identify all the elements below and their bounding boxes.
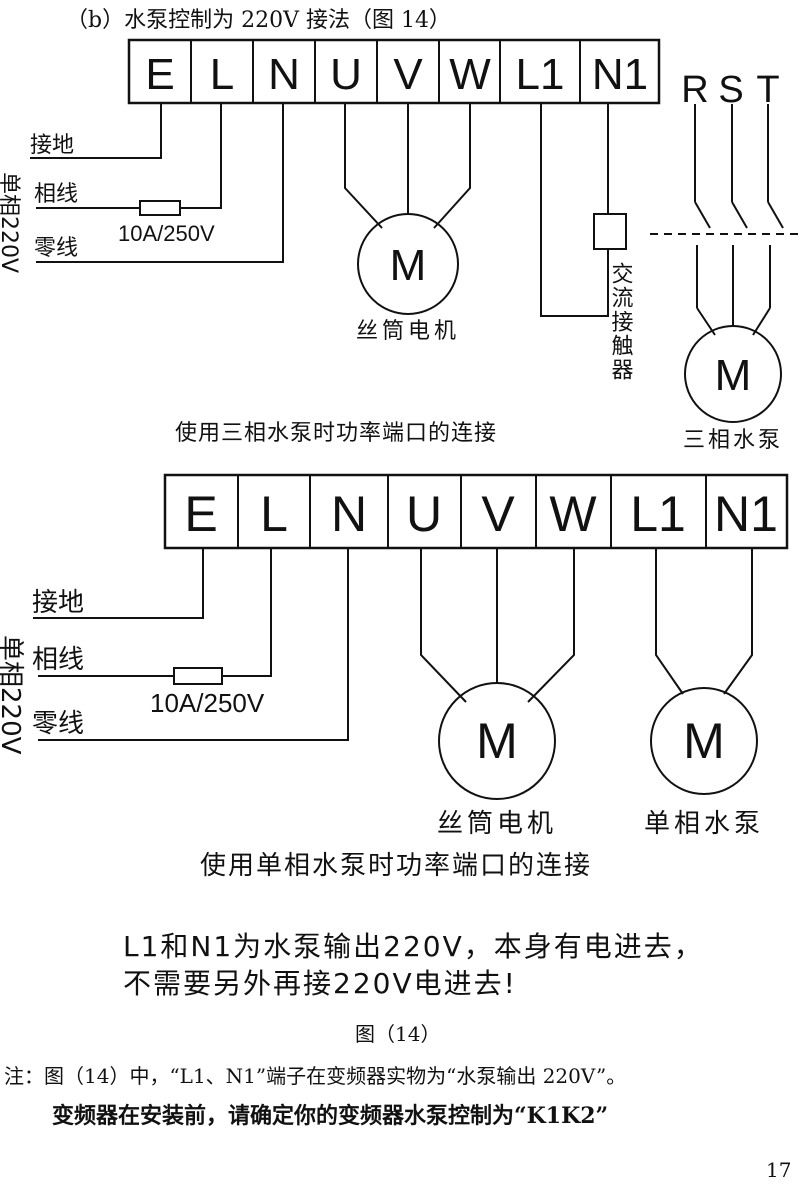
bottom-pump-label: 单相水泵 bbox=[644, 809, 764, 839]
top-ground-label: 接地 bbox=[30, 133, 74, 158]
bottom-terminal-l: L bbox=[260, 486, 288, 542]
top-single-phase-label: 单相220V bbox=[0, 172, 21, 273]
top-motor-label: 丝筒电机 bbox=[356, 319, 460, 344]
figure-label: 图（14） bbox=[355, 1022, 441, 1046]
top-terminal-v: V bbox=[393, 50, 423, 99]
bottom-ground-label: 接地 bbox=[32, 588, 84, 618]
output-note-line-2: 不需要另外再接220V电进去! bbox=[123, 967, 517, 1000]
bottom-fuse-label: 10A/250V bbox=[150, 688, 265, 718]
rst-label-s: S bbox=[718, 69, 743, 111]
page-number: 17 bbox=[766, 1158, 792, 1182]
rst-label-t: T bbox=[756, 69, 779, 111]
top-terminal-w: W bbox=[449, 50, 491, 99]
bottom-pump-circle bbox=[650, 687, 758, 795]
bottom-ground-wire bbox=[33, 548, 204, 619]
bottom-phase-label: 相线 bbox=[32, 645, 84, 675]
top-pump-circle bbox=[684, 325, 782, 423]
k1k2-warning: 变频器在安装前，请确定你的变频器水泵控制为“K1K2” bbox=[52, 1103, 609, 1129]
top-neutral-wire bbox=[36, 103, 284, 263]
top-wiring-diagram bbox=[30, 38, 800, 423]
top-terminal-e: E bbox=[145, 50, 174, 99]
bottom-terminal-n: N bbox=[331, 486, 367, 542]
bottom-phase-wire bbox=[222, 548, 272, 677]
top-motor-letter: M bbox=[390, 241, 427, 290]
bottom-pump-wire-l1 bbox=[655, 548, 684, 695]
bottom-motor-wire-u bbox=[420, 548, 467, 703]
top-terminal-n: N bbox=[268, 50, 300, 99]
output-note-line-1: L1和N1为水泵输出220V，本身有电进去， bbox=[123, 930, 704, 963]
top-fuse-label: 10A/250V bbox=[118, 221, 215, 246]
bottom-wiring-diagram bbox=[33, 473, 789, 800]
top-terminal-l1: L1 bbox=[516, 50, 565, 99]
bottom-motor-letter: M bbox=[476, 713, 518, 769]
top-caption: 使用三相水泵时功率端口的连接 bbox=[175, 421, 497, 446]
bottom-terminal-labels: E L N U V W L1 N1 bbox=[184, 486, 778, 542]
top-phase-wire bbox=[180, 103, 222, 209]
top-terminal-n1: N1 bbox=[592, 50, 648, 99]
bottom-terminal-l1: L1 bbox=[630, 486, 686, 542]
top-contactor-coil bbox=[593, 213, 627, 250]
top-neutral-label: 零线 bbox=[34, 236, 78, 261]
top-phase-label: 相线 bbox=[34, 182, 78, 207]
top-ground-wire bbox=[30, 103, 162, 159]
top-fuse bbox=[139, 200, 181, 216]
top-terminal-l: L bbox=[210, 50, 234, 99]
top-pump-letter: M bbox=[715, 351, 752, 400]
top-pump-label: 三相水泵 bbox=[683, 428, 783, 453]
bottom-fuse bbox=[173, 667, 223, 685]
top-rst-labels: R S T bbox=[681, 69, 779, 111]
top-motor-wire-w bbox=[433, 103, 471, 229]
bottom-caption: 使用单相水泵时功率端口的连接 bbox=[200, 851, 592, 881]
bottom-terminal-n1: N1 bbox=[714, 486, 778, 542]
bottom-terminal-block bbox=[163, 473, 789, 550]
top-contactor-wire-l1 bbox=[540, 103, 609, 317]
top-motor-wire-u bbox=[344, 103, 383, 229]
bottom-terminal-e: E bbox=[184, 486, 217, 542]
rst-label-r: R bbox=[681, 69, 708, 111]
top-motor-circle bbox=[357, 213, 459, 315]
bottom-motor-circle bbox=[438, 682, 556, 800]
section-title: （b）水泵控制为 220V 接法（图 14） bbox=[66, 8, 451, 33]
bottom-pump-letter: M bbox=[683, 713, 725, 769]
bottom-pump-wire-n1 bbox=[723, 548, 753, 695]
bottom-motor-wire-w bbox=[527, 548, 575, 703]
bottom-terminal-w: W bbox=[549, 486, 597, 542]
bottom-motor-label: 丝筒电机 bbox=[437, 809, 557, 839]
top-terminal-labels: E L N U V W L1 N1 bbox=[145, 50, 648, 99]
footnote: 注：图（14）中，“L1、N1”端子在变频器实物为“水泵输出 220V”。 bbox=[4, 1064, 627, 1088]
top-terminal-block bbox=[127, 38, 661, 105]
bottom-single-phase-label: 单相220V bbox=[0, 635, 25, 755]
bottom-terminal-v: V bbox=[481, 486, 515, 542]
bottom-neutral-label: 零线 bbox=[32, 709, 84, 739]
top-terminal-u: U bbox=[330, 50, 362, 99]
top-contactor-label: 交流接触器 bbox=[608, 262, 634, 382]
bottom-neutral-wire bbox=[38, 548, 349, 741]
bottom-terminal-u: U bbox=[406, 486, 442, 542]
